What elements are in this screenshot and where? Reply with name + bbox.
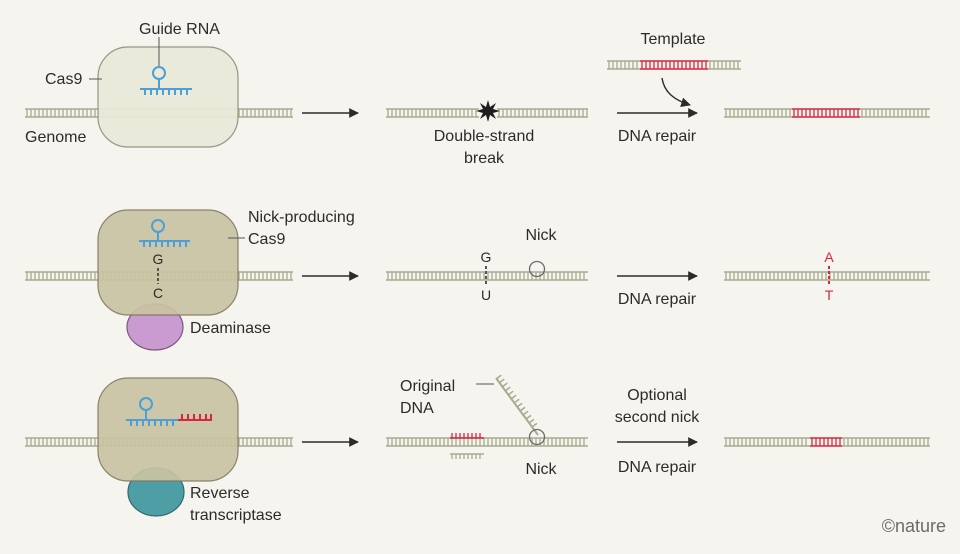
final-dna-insert <box>810 437 842 447</box>
nick-cas9-label-line1: Nick-producing <box>248 209 355 226</box>
edited-dna <box>724 271 930 281</box>
repaired-dna-insert <box>792 108 860 118</box>
cas9-protein <box>97 46 239 148</box>
genome-label: Genome <box>25 129 86 146</box>
displaced-dna-flap-bases <box>496 374 538 428</box>
optional-nick-label-line2: second nick <box>615 409 700 426</box>
break-label-line2: break <box>464 150 505 167</box>
double-strand-break-icon <box>476 100 500 122</box>
nick-label: Nick <box>525 461 557 478</box>
nick-producing-cas9-protein <box>97 209 239 316</box>
nicked-dna <box>386 437 588 447</box>
repaired-dna-right <box>860 108 930 118</box>
rt-label-line1: Reverse <box>190 485 250 502</box>
dna-right-fragment <box>497 108 588 118</box>
dna-repair-label: DNA repair <box>618 128 697 145</box>
template-dna-right <box>708 60 741 70</box>
nature-watermark: ©nature <box>882 516 946 536</box>
rt-template-icon <box>178 414 212 421</box>
rt-label-line2: transcriptase <box>190 507 282 524</box>
dna-left-fragment <box>386 108 479 118</box>
optional-nick-label-line1: Optional <box>627 387 687 404</box>
base-c-label: C <box>153 285 163 301</box>
base-g-label: G <box>153 251 164 267</box>
original-dna-label-line1: Original <box>400 378 455 395</box>
guide-rna-icon <box>140 66 192 95</box>
cas9-label: Cas9 <box>45 71 82 88</box>
template-dna-insert <box>640 60 708 70</box>
original-dna-label-line2: DNA <box>400 400 434 417</box>
base-a-label: A <box>824 249 834 265</box>
template-label: Template <box>641 31 706 48</box>
template-dna-left <box>607 60 640 70</box>
repaired-dna-left <box>724 108 792 118</box>
template-insert-arrow <box>661 77 691 108</box>
guide-rna-icon <box>139 219 190 247</box>
new-dna-segment <box>450 433 484 439</box>
dna-repair-label: DNA repair <box>618 459 697 476</box>
base-u-label: U <box>481 287 491 303</box>
nick-cas9-label-line2: Cas9 <box>248 231 285 248</box>
guide-rna-label: Guide RNA <box>139 21 220 38</box>
base-g-label: G <box>481 249 492 265</box>
final-dna-right <box>842 437 930 447</box>
break-label-line1: Double-strand <box>434 128 535 145</box>
displaced-dna-flap <box>495 377 539 436</box>
base-t-label: T <box>825 287 834 303</box>
dna-repair-label: DNA repair <box>618 291 697 308</box>
unpaired-strand <box>450 453 484 459</box>
deaminase-label: Deaminase <box>190 320 271 337</box>
nick-marker <box>528 260 546 278</box>
guide-rna-icon <box>126 397 178 426</box>
cas9-protein <box>97 377 239 482</box>
nick-marker <box>528 428 546 446</box>
final-dna-left <box>724 437 810 447</box>
nick-label: Nick <box>525 227 557 244</box>
